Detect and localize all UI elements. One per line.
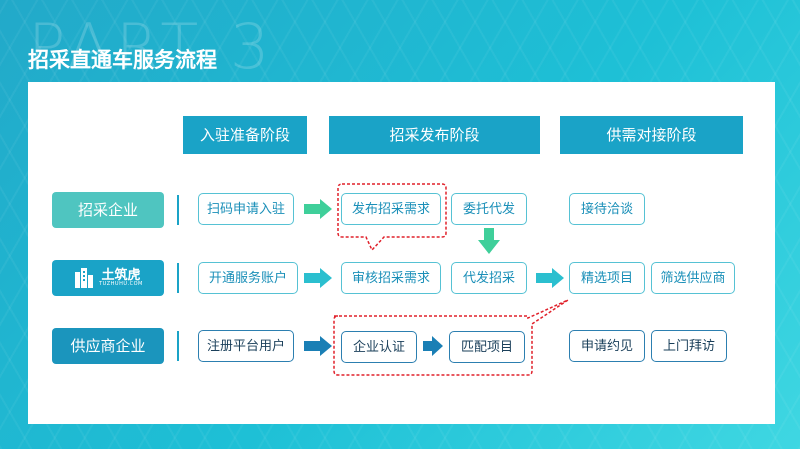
step-buyer-publish: 发布招采需求	[341, 193, 441, 225]
highlight-callout	[333, 299, 569, 376]
arrow-down-icon	[478, 228, 500, 254]
step-supplier-apply-meeting: 申请约见	[569, 330, 645, 362]
role-buyer: 招采企业	[52, 192, 164, 228]
step-supplier-certify: 企业认证	[341, 331, 417, 363]
highlight-callout	[337, 183, 447, 252]
step-buyer-negotiate: 接待洽谈	[569, 193, 645, 225]
row-separator	[177, 195, 179, 225]
page-title: 招采直通车服务流程	[28, 48, 217, 72]
step-supplier-match: 匹配项目	[449, 331, 525, 363]
phase-match: 供需对接阶段	[560, 116, 743, 154]
phase-publish: 招采发布阶段	[329, 116, 540, 154]
arrow-right-icon	[423, 336, 443, 356]
arrow-right-icon	[304, 268, 332, 288]
arrow-right-icon	[304, 199, 332, 219]
phase-prepare: 入驻准备阶段	[183, 116, 307, 154]
row-separator	[177, 263, 179, 293]
step-buyer-delegate: 委托代发	[451, 193, 527, 225]
building-logo-icon	[75, 268, 94, 288]
arrow-right-icon	[536, 268, 564, 288]
step-platform-screen-suppliers: 筛选供应商	[651, 262, 735, 294]
platform-logo-text: 土筑虎	[101, 268, 141, 283]
step-platform-proxy-publish: 代发招采	[451, 262, 527, 294]
platform-logo-subtext: TUZHUHU.COM	[99, 281, 143, 287]
role-platform-logo: 土筑虎 TUZHUHU.COM	[52, 260, 164, 296]
arrow-right-icon	[304, 336, 332, 356]
step-buyer-register: 扫码申请入驻	[198, 193, 294, 225]
row-separator	[177, 331, 179, 361]
step-supplier-visit: 上门拜访	[651, 330, 727, 362]
step-supplier-register: 注册平台用户	[198, 330, 294, 362]
step-platform-select-project: 精选项目	[569, 262, 645, 294]
role-supplier: 供应商企业	[52, 328, 164, 364]
part-watermark: PART 3	[28, 10, 276, 83]
step-platform-open-account: 开通服务账户	[198, 262, 298, 294]
step-platform-review: 审核招采需求	[341, 262, 441, 294]
